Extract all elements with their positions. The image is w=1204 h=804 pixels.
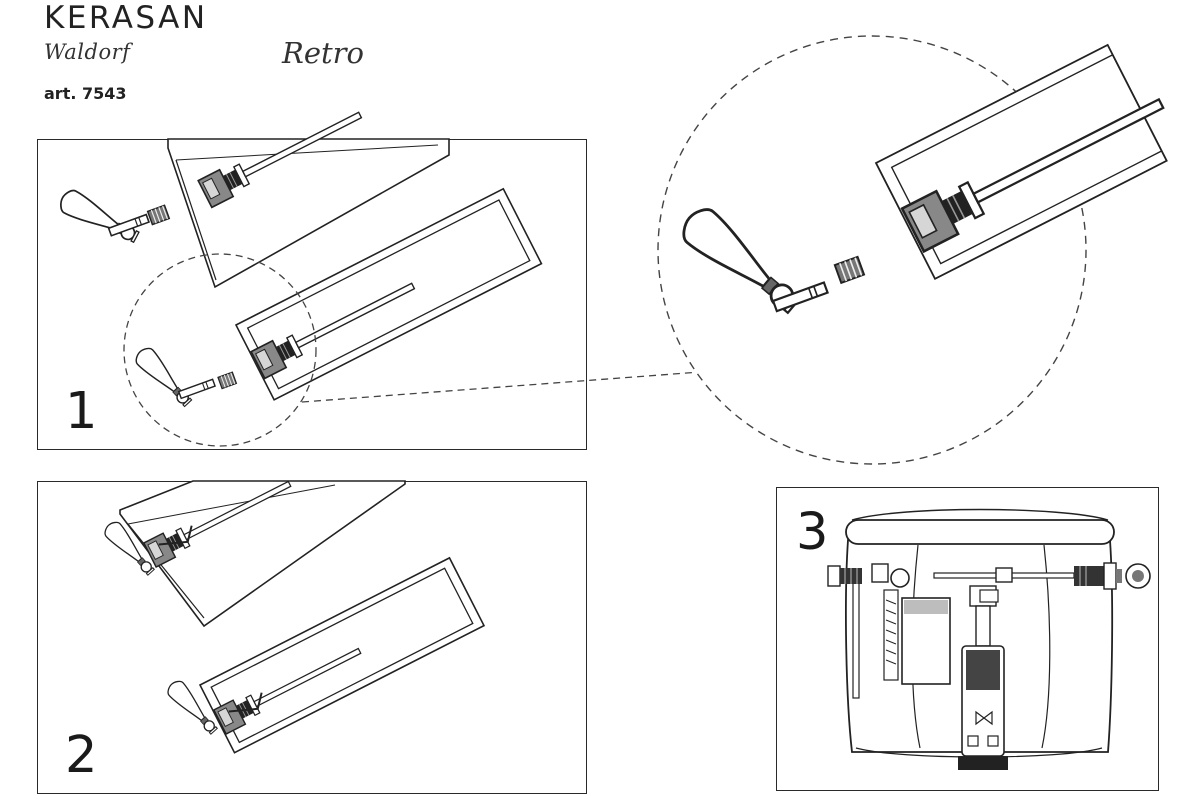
step-3-left-fitting [827,565,862,587]
step-1-nut-lower [217,371,238,390]
step-3-panel [776,487,1159,791]
step-3-fill-valve [852,563,951,699]
article-number: art. 7543 [44,84,127,103]
step-2-mechanism-upper [143,471,297,568]
step-3-handle-mount [1074,562,1151,590]
step-2-tank-lower [198,556,486,754]
step-2-tank-upper [119,480,406,628]
product-line-waldorf: Waldorf [44,40,131,64]
detail-leader-line [301,371,701,403]
step-1-number: 1 [65,382,98,441]
detail-circle-small [123,253,317,447]
product-line-retro: Retro [282,36,364,70]
step-2-number: 2 [65,726,98,785]
step-1-nut-upper [146,204,171,226]
step-3-flush-valve [958,585,1008,770]
step-3-number: 3 [796,503,829,562]
step-2-mechanism-lower [213,638,367,735]
step-1-shaft-lower [178,378,216,400]
step-1-handle-lower [131,343,197,412]
step-1-handle-upper [55,186,143,249]
brand-logo: KERASAN [44,0,208,36]
